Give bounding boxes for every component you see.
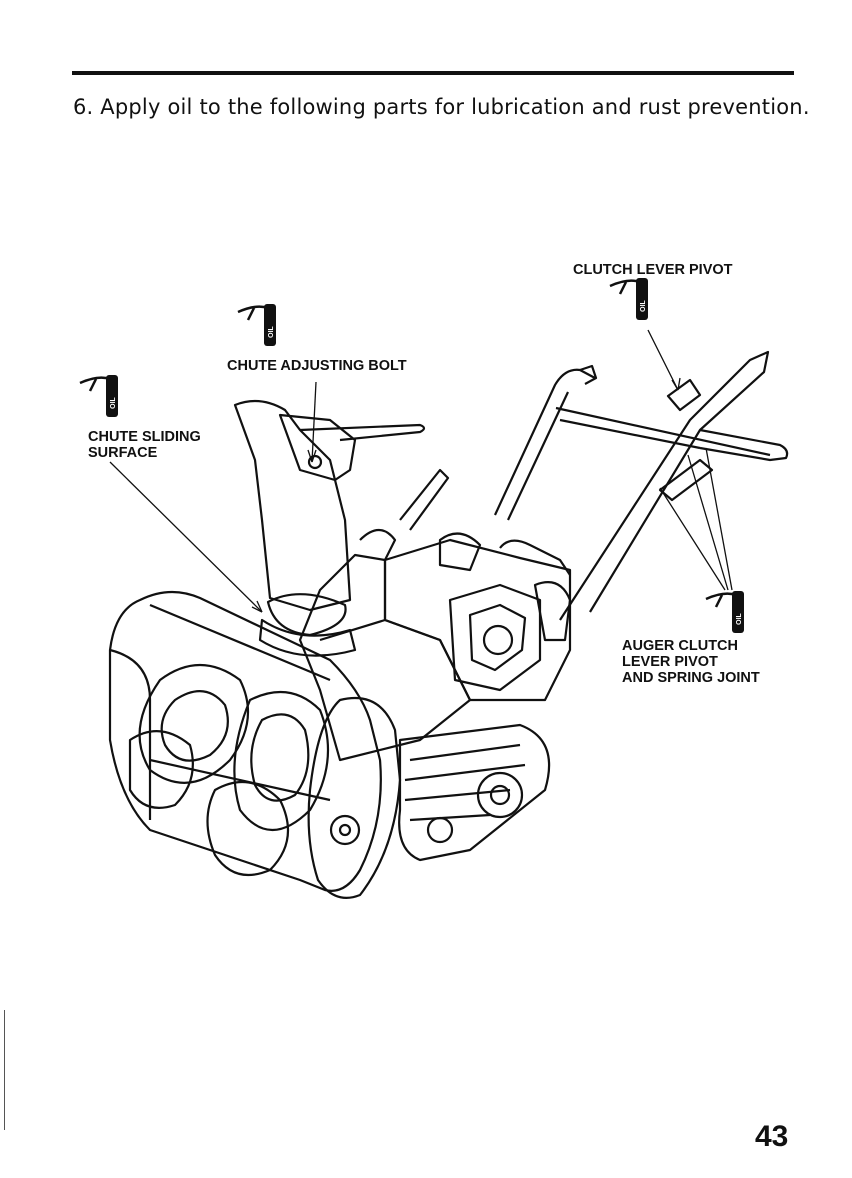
oil-can-icon: OIL	[78, 373, 120, 419]
oil-icon-label: OIL	[736, 612, 743, 624]
chute-sliding-surface-label: CHUTE SLIDING SURFACE	[88, 429, 201, 461]
snowblower-drawing	[108, 350, 789, 899]
chute-adjusting-bolt-label: CHUTE ADJUSTING BOLT	[227, 358, 407, 374]
clutch-lever-pivot-label: CLUTCH LEVER PIVOT	[573, 262, 733, 278]
callout-leaders	[109, 329, 733, 613]
callout-line: SURFACE	[88, 445, 158, 461]
oil-icon-label: OIL	[640, 299, 647, 311]
oil-can-icon: OIL	[704, 589, 746, 635]
callout-line: CLUTCH LEVER PIVOT	[573, 262, 733, 278]
margin-mark	[4, 1010, 5, 1130]
oil-can-icon: OIL	[608, 276, 650, 322]
oil-can-icon: OIL	[236, 302, 278, 348]
oil-icon-label: OIL	[268, 325, 275, 337]
header-rule	[72, 71, 794, 75]
page-number: 43	[755, 1120, 789, 1153]
callout-line: CHUTE ADJUSTING BOLT	[227, 358, 407, 374]
oil-icon-label: OIL	[110, 396, 117, 408]
callout-line: CHUTE SLIDING	[88, 429, 201, 445]
callout-line: AND SPRING JOINT	[622, 670, 760, 686]
callout-line: AUGER CLUTCH	[622, 638, 738, 654]
auger-clutch-label: AUGER CLUTCH LEVER PIVOT AND SPRING JOIN…	[622, 638, 760, 686]
instruction-text: 6. Apply oil to the following parts for …	[73, 95, 810, 119]
callout-line: LEVER PIVOT	[622, 654, 718, 670]
